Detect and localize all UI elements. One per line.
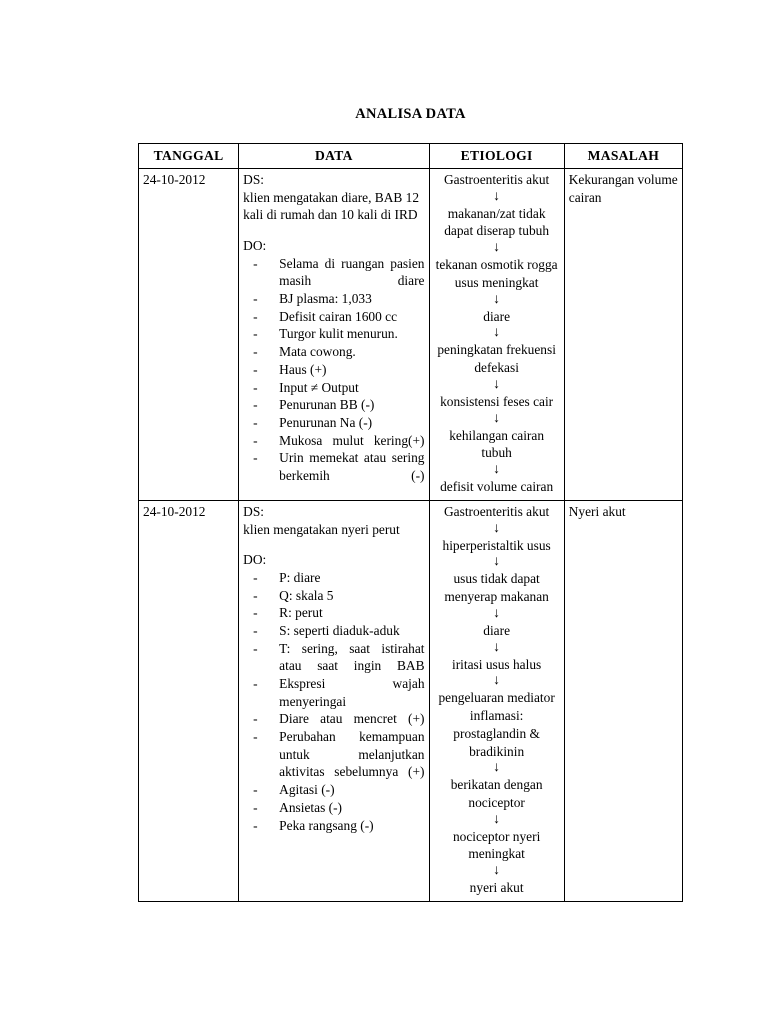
list-item: Mata cowong.	[253, 343, 424, 361]
etiologi-step: nyeri akut	[469, 880, 524, 896]
list-item: Ansietas (-)	[253, 799, 424, 817]
list-item: BJ plasma: 1,033	[253, 290, 424, 308]
etiologi-step: iritasi usus halus	[451, 656, 542, 672]
down-arrow-icon: ↓	[493, 811, 501, 827]
down-arrow-icon: ↓	[493, 639, 501, 655]
do-list: P: diare Q: skala 5 R: perut S: seperti …	[243, 569, 424, 834]
down-arrow-icon: ↓	[493, 673, 501, 689]
do-label: DO:	[243, 552, 267, 568]
list-item: T: sering, saat istirahat atau saat ingi…	[253, 640, 424, 675]
list-item: Haus (+)	[253, 361, 424, 379]
etiologi-step: berikatan dengan nociceptor	[450, 777, 543, 810]
down-arrow-icon: ↓	[493, 462, 501, 478]
down-arrow-icon: ↓	[493, 863, 501, 879]
do-label: DO:	[243, 238, 267, 253]
list-item: Ekspresi wajah menyeringai	[253, 675, 424, 710]
cell-data: DS: klien mengatakan diare, BAB 12 kali …	[238, 167, 430, 501]
page-title: ANALISA DATA	[355, 106, 466, 122]
column-header-etiologi: ETIOLOGI	[428, 143, 565, 169]
list-item: Defisit cairan 1600 cc	[253, 308, 424, 326]
etiologi-step: diare	[483, 622, 511, 638]
list-item: Selama di ruangan pasien masih diare	[253, 255, 424, 290]
cell-data: DS: klien mengatakan nyeri perut DO: P: …	[238, 499, 430, 902]
cell-masalah: Kekurangan volume cairan	[563, 167, 684, 501]
etiologi-step: tekanan osmotik rogga usus meningkat	[435, 257, 558, 290]
list-item: Perubahan kemampuan untuk melanjutkan ak…	[253, 728, 424, 781]
list-item: P: diare	[253, 569, 424, 587]
etiologi-step: diare	[483, 308, 511, 324]
down-arrow-icon: ↓	[493, 605, 501, 621]
table-header-row: TANGGAL DATA ETIOLOGI MASALAH	[137, 143, 684, 169]
table-row: 24-10-2012 DS: klien mengatakan nyeri pe…	[137, 499, 684, 902]
analisa-data-table: TANGGAL DATA ETIOLOGI MASALAH 24-10-2012…	[137, 143, 684, 902]
etiologi-step: defisit volume cairan	[440, 479, 554, 495]
etiologi-step: pengeluaran mediator inflamasi: prostagl…	[438, 690, 555, 759]
cell-tanggal: 24-10-2012	[137, 167, 240, 501]
column-header-tanggal: TANGGAL	[137, 143, 240, 169]
list-item: Penurunan BB (-)	[253, 396, 424, 414]
list-item: Peka rangsang (-)	[253, 817, 424, 835]
column-header-data: DATA	[238, 143, 430, 169]
etiologi-step: Gastroenteritis akut	[444, 503, 550, 519]
cell-etiologi: Gastroenteritis akut ↓ makanan/zat tidak…	[428, 167, 565, 501]
etiologi-step: hiperperistaltik usus	[442, 537, 551, 553]
cell-tanggal: 24-10-2012	[137, 499, 240, 902]
down-arrow-icon: ↓	[493, 760, 501, 776]
do-list: Selama di ruangan pasien masih diare BJ …	[243, 255, 424, 485]
list-item: S: seperti diaduk-aduk	[253, 622, 424, 640]
etiologi-step: Gastroenteritis akut	[444, 171, 550, 187]
list-item: Q: skala 5	[253, 587, 424, 605]
list-item: Agitasi (-)	[253, 781, 424, 799]
list-item: Diare atau mencret (+)	[253, 710, 424, 728]
list-item: Input ≠ Output	[253, 379, 424, 397]
column-header-masalah: MASALAH	[563, 143, 684, 169]
etiologi-step: kehilangan cairan tubuh	[449, 427, 545, 461]
ds-label: DS:	[243, 171, 265, 187]
etiologi-step: usus tidak dapat menyerap makanan	[444, 571, 549, 605]
down-arrow-icon: ↓	[493, 291, 501, 307]
down-arrow-icon: ↓	[493, 520, 501, 536]
cell-etiologi: Gastroenteritis akut ↓ hiperperistaltik …	[428, 499, 565, 902]
down-arrow-icon: ↓	[493, 188, 501, 204]
list-item: Urin memekat atau sering berkemih (-)	[253, 449, 424, 484]
down-arrow-icon: ↓	[493, 325, 501, 341]
list-item: Mukosa mulut kering(+)	[253, 432, 424, 450]
ds-label: DS:	[243, 503, 265, 519]
table-row: 24-10-2012 DS: klien mengatakan diare, B…	[137, 167, 684, 501]
etiologi-step: peningkatan frekuensi defekasi	[437, 342, 556, 376]
spacer	[243, 224, 424, 237]
spacer	[243, 538, 424, 551]
etiologi-step: nociceptor nyeri meningkat	[452, 828, 541, 862]
etiologi-step: makanan/zat tidak dapat diserap tubuh	[444, 205, 550, 239]
down-arrow-icon: ↓	[493, 410, 501, 426]
down-arrow-icon: ↓	[493, 376, 501, 392]
down-arrow-icon: ↓	[493, 240, 501, 256]
etiologi-step: konsistensi feses cair	[440, 393, 554, 409]
cell-masalah: Nyeri akut	[563, 499, 684, 902]
list-item: Penurunan Na (-)	[253, 414, 424, 432]
ds-text: klien mengatakan nyeri perut	[243, 521, 400, 537]
down-arrow-icon: ↓	[493, 554, 501, 570]
ds-text: klien mengatakan diare, BAB 12 kali di r…	[243, 189, 420, 223]
list-item: R: perut	[253, 604, 424, 622]
list-item: Turgor kulit menurun.	[253, 325, 424, 343]
